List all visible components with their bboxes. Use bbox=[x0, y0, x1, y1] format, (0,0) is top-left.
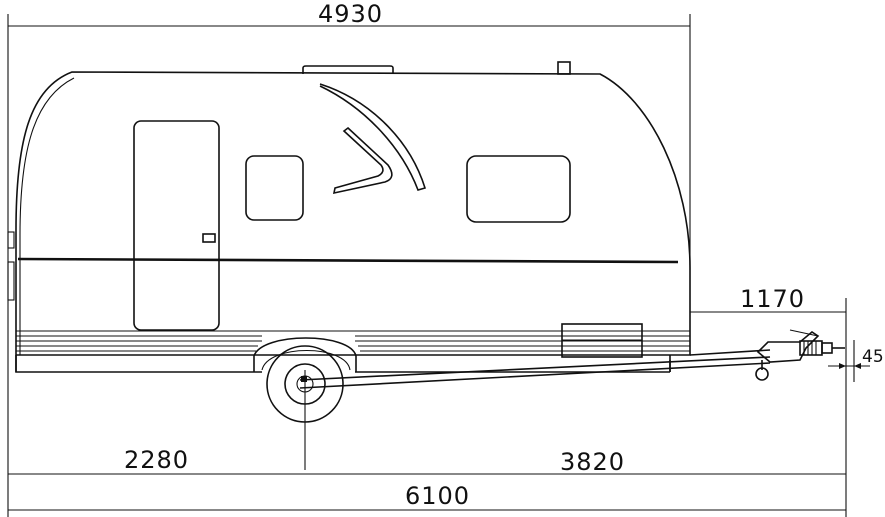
axle-centre-mark bbox=[301, 376, 307, 382]
door-handle-icon bbox=[202, 233, 216, 243]
door-outline bbox=[133, 120, 220, 331]
arrowhead bbox=[854, 363, 861, 369]
dim-label-body-length: 4930 bbox=[318, 0, 383, 28]
drawbar-top bbox=[689, 349, 771, 356]
dim-label-overall-length: 6100 bbox=[405, 482, 470, 510]
side-window-large bbox=[466, 155, 571, 223]
side-stripes bbox=[16, 330, 690, 352]
hitch-handle bbox=[789, 329, 819, 337]
coupling-head bbox=[821, 342, 833, 354]
dimension-lines bbox=[7, 14, 870, 517]
dim-label-drawbar: 1170 bbox=[740, 285, 805, 313]
body-front-inner-line bbox=[19, 77, 75, 355]
dim-label-axle-to-hitch: 3820 bbox=[560, 448, 625, 476]
front-lamp bbox=[7, 261, 15, 301]
entry-door bbox=[133, 120, 220, 331]
arrowhead bbox=[839, 363, 846, 369]
chassis-drawbar bbox=[299, 349, 771, 389]
wheel-arch bbox=[253, 337, 357, 372]
belt-line bbox=[17, 257, 679, 264]
side-graphic-swoosh bbox=[319, 83, 427, 195]
jockey-wheel bbox=[755, 367, 769, 381]
wheel-arch-inner bbox=[261, 349, 351, 371]
body-skirt bbox=[15, 355, 262, 373]
chassis-beam-top bbox=[299, 356, 771, 381]
dim-label-hitch-offset: 45 bbox=[862, 347, 884, 367]
hitch-assembly bbox=[755, 329, 845, 381]
swoosh-chevron bbox=[332, 126, 393, 195]
roof-vent bbox=[302, 65, 394, 74]
body-outline bbox=[15, 71, 691, 372]
chassis-beam-bottom bbox=[299, 362, 771, 389]
swoosh-arc bbox=[319, 83, 427, 191]
front-marker-light bbox=[7, 231, 15, 249]
dim-label-front-to-axle: 2280 bbox=[124, 446, 189, 474]
roof-antenna bbox=[557, 61, 571, 75]
roof-details bbox=[302, 61, 571, 75]
caravan-body bbox=[15, 71, 691, 373]
side-window-small bbox=[245, 155, 304, 221]
